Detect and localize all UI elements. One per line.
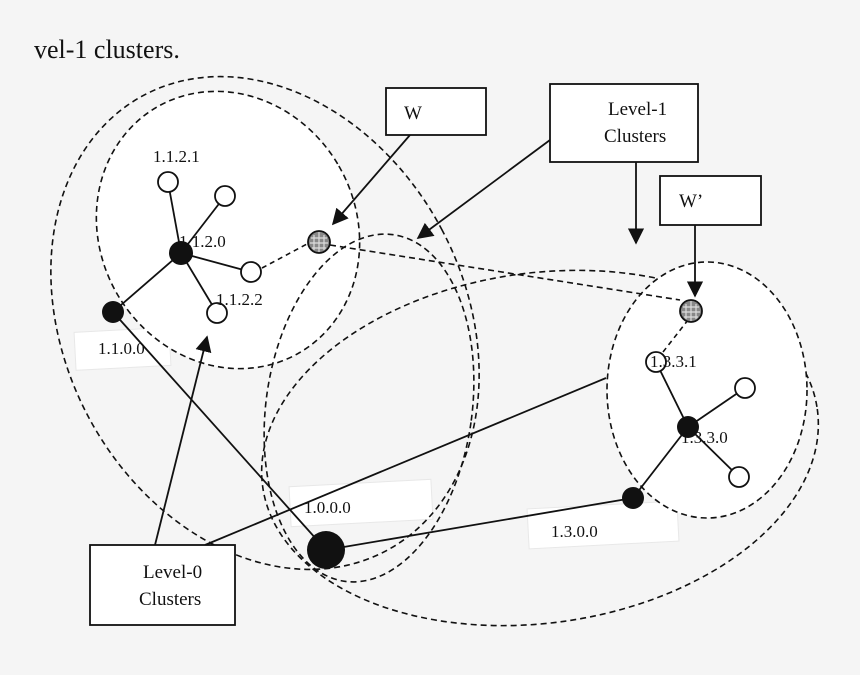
callout-level1-line2: Clusters [604, 126, 666, 147]
label-1-3-3-0: 1.3.3.0 [681, 428, 728, 447]
level1-cluster-left [50, 75, 480, 571]
callout-level1-line1: Level-1 [608, 99, 667, 120]
label-1-1-2-1: 1.1.2.1 [153, 147, 200, 166]
level0-pointer-line [204, 377, 607, 546]
level0-pointer-line [154, 335, 212, 546]
level0-cluster-1-0 [263, 233, 475, 583]
edge [687, 426, 740, 478]
dashed-link-gateways [329, 244, 681, 301]
edge [325, 497, 634, 551]
label-1-3-3-1: 1.3.3.1 [650, 352, 697, 371]
node-open [728, 466, 750, 488]
node-1-3-3-0 [677, 416, 699, 438]
node-1-1-2-0 [169, 241, 193, 265]
node-1-0-0-0 [307, 531, 345, 569]
label-1-1-2-0: 1.1.2.0 [179, 232, 226, 251]
edge [655, 361, 689, 428]
node-open [214, 185, 236, 207]
callout-level0: Level-0 Clusters [89, 544, 236, 626]
callout-level1: Level-1 Clusters [549, 83, 699, 163]
caption-text: vel-1 clusters. [34, 35, 180, 64]
node-1-3-0-0 [622, 487, 644, 509]
edge [180, 252, 252, 273]
node-open [240, 261, 262, 283]
callout-w-prime-text: W’ [679, 191, 703, 212]
node-1-3-3-1 [645, 351, 667, 373]
level1-cluster-right [260, 269, 820, 627]
label-1-3-0-0: 1.3.0.0 [551, 522, 598, 541]
callout-w-prime: W’ [659, 175, 762, 226]
node-1-1-2-1 [157, 171, 179, 193]
callout-level0-line2: Clusters [139, 589, 201, 610]
callout-level0-line1: Level-0 [143, 562, 202, 583]
gateway-node-w [307, 230, 331, 254]
edge [632, 426, 689, 499]
level0-cluster-1-1 [95, 90, 361, 370]
edge [112, 252, 182, 313]
edge [180, 195, 226, 254]
callout-w-text: W [404, 103, 422, 124]
node-1-1-2-2 [206, 302, 228, 324]
label-1-1-2-2: 1.1.2.2 [216, 290, 263, 309]
dashed-link-w-prime [662, 319, 689, 353]
gateway-node-w-prime [679, 299, 703, 323]
level0-cluster-1-3 [606, 261, 808, 519]
callout-w: W [385, 87, 487, 136]
label-1-1-0-0: 1.1.0.0 [98, 339, 145, 358]
label-patch [288, 478, 434, 528]
label-1-0-0-0: 1.0.0.0 [304, 498, 351, 517]
edge [167, 181, 182, 254]
level1-arrow [416, 139, 551, 239]
w-arrow [331, 134, 411, 226]
label-patch [526, 500, 680, 550]
node-open [734, 377, 756, 399]
edge [687, 387, 746, 428]
node-1-1-0-0 [102, 301, 124, 323]
